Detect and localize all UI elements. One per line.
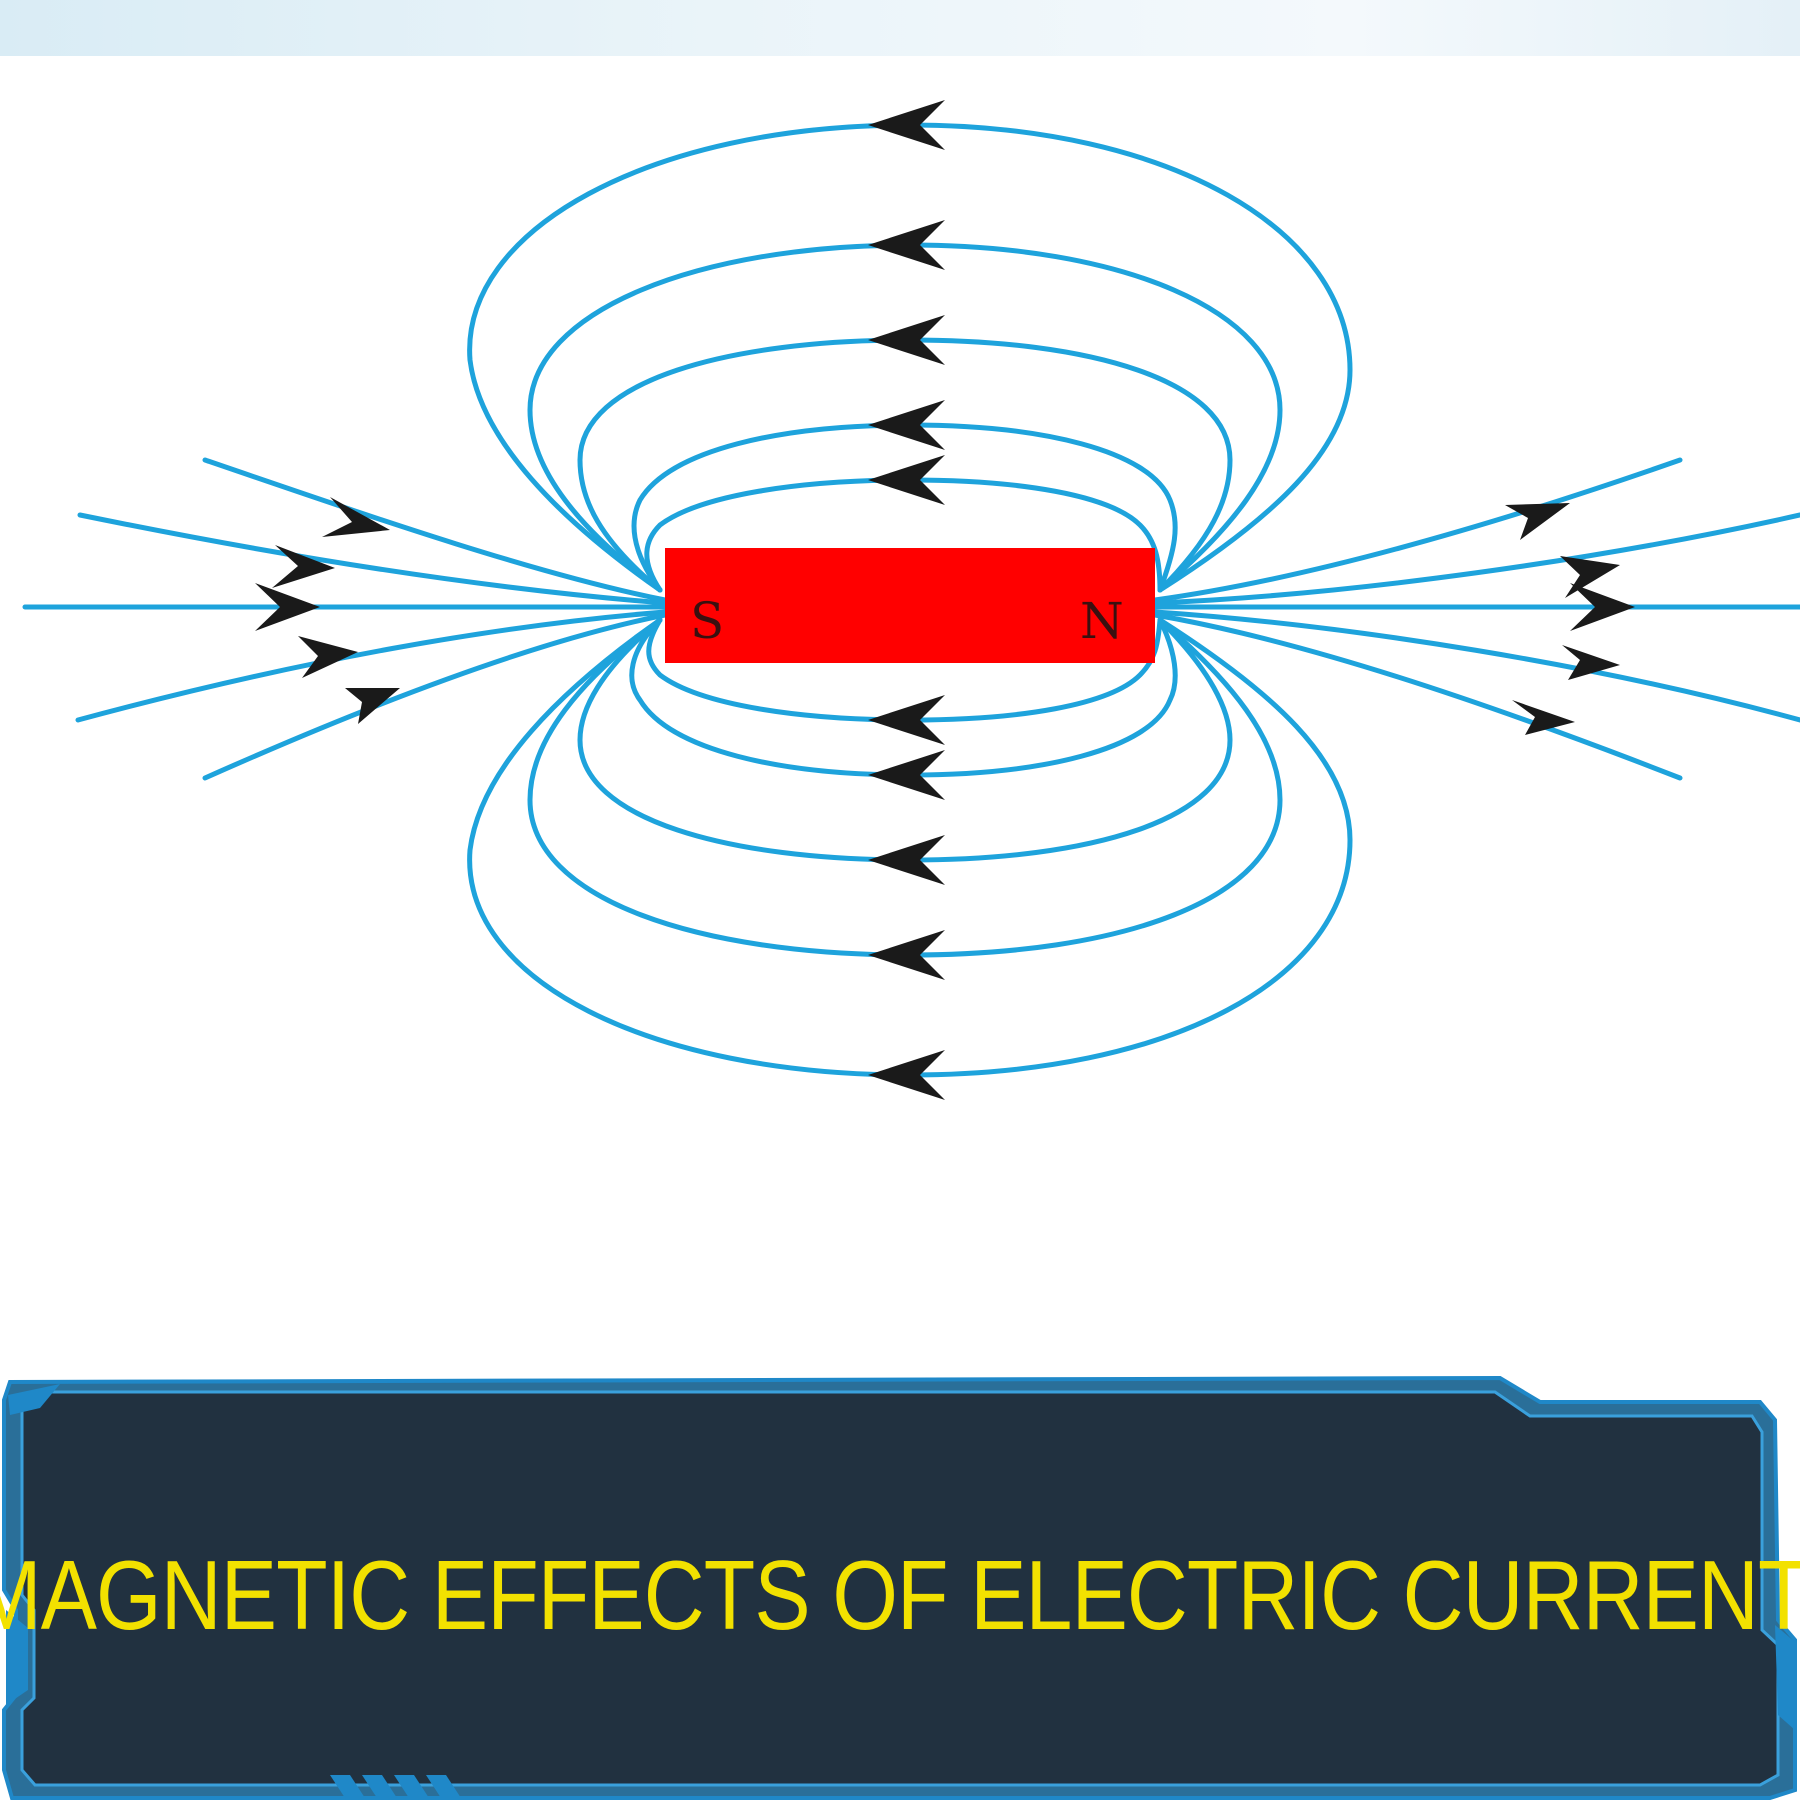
arrow-right-4 [1562,645,1620,680]
arrow-top-1 [868,100,945,150]
accent-right [1775,1625,1795,1730]
bar-magnet: S N [665,548,1155,663]
field-line-left-4 [75,609,668,723]
arrow-bottom-3 [868,835,945,885]
arrow-right-5 [1512,700,1575,735]
arrow-bottom-1 [868,1050,945,1100]
accent-left-mid [6,1610,28,1705]
arrow-bottom-4 [868,750,945,800]
field-line-top-1 [467,122,1353,593]
title-banner [1,1375,1797,1800]
magnetic-field-diagram: S N [22,100,1800,1100]
accent-bottom-4 [426,1775,461,1798]
arrow-left-2 [272,545,335,588]
field-line-left-2 [77,512,668,606]
top-band [0,0,1800,56]
field-line-right-4 [1152,609,1800,723]
field-line-left-5 [202,612,668,781]
field-line-right-5 [1152,612,1683,781]
field-line-right-1 [1152,457,1683,603]
accent-left-top [8,1384,60,1415]
slide-title: MAGNETIC EFFECTS OF ELECTRIC CURRENT [0,1540,1800,1650]
field-line-left-1 [202,457,668,603]
north-pole-label: N [1080,592,1124,650]
arrow-left-4 [298,636,358,678]
accent-bottom-2 [362,1775,397,1798]
arrow-top-4 [868,400,945,450]
arrow-left-1 [322,497,390,537]
south-pole-label: S [690,592,724,650]
arrow-bottom-2 [868,930,945,980]
banner-panel [20,1390,1780,1787]
arrow-right-3 [1570,583,1635,631]
arrow-top-2 [868,220,945,270]
accent-bottom-3 [394,1775,429,1798]
magnet-body [665,548,1155,663]
arrowheads [255,100,1635,1100]
field-line-bottom-2 [527,617,1283,958]
arrow-left-5 [345,688,400,724]
arrow-top-5 [868,455,945,505]
field-line-right-2 [1152,512,1800,606]
arrow-top-3 [868,315,945,365]
banner-accents [6,1384,1795,1798]
arrow-bottom-5 [868,695,945,745]
accent-bottom-1 [330,1775,365,1798]
arrow-right-1 [1505,503,1570,540]
arrow-left-3 [255,583,320,631]
